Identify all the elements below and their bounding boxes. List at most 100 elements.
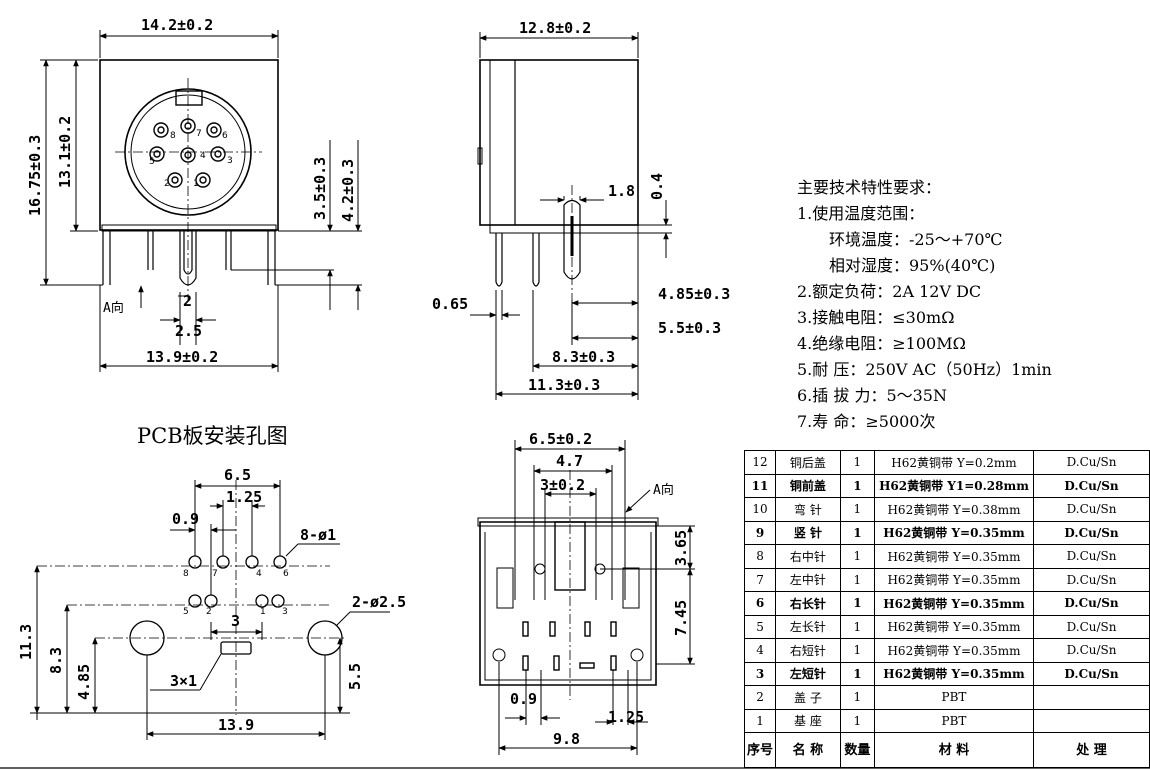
bom-cell-no: 1	[743, 708, 777, 733]
dim-pcb-8-phi1: 8-ø1	[300, 526, 336, 544]
dim-pcb-1-25: 1.25	[226, 488, 262, 506]
bom-cell-name: 左短针	[775, 661, 841, 686]
hole-label-4: 4	[256, 569, 262, 579]
bom-cell-name: 左中针	[775, 567, 841, 592]
bom-cell-material: H62黄铜带 Y=0.35mm	[873, 661, 1035, 686]
bom-cell-name: 铜前盖	[775, 473, 841, 498]
bom-cell-finish: D.Cu/Sn	[1033, 473, 1150, 498]
bom-cell-qty: 1	[839, 638, 875, 663]
pcb-hole-view	[30, 480, 390, 740]
bom-cell-finish	[1033, 708, 1150, 733]
bom-cell-no: 10	[743, 497, 777, 522]
dim-pcb-8-3: 8.3	[47, 647, 65, 674]
bottom-view-a-label: A向	[653, 482, 674, 498]
dim-side-width: 12.8±0.2	[519, 19, 591, 37]
dim-side-8-3: 8.3±0.3	[552, 348, 615, 366]
spec-line-3: 3.接触电阻：≤30mΩ	[797, 308, 955, 327]
dim-pcb-0-9: 0.9	[172, 510, 199, 528]
bom-cell-no: 8	[743, 544, 777, 569]
bom-cell-no: 6	[743, 591, 777, 616]
bom-cell-no: 12	[743, 450, 777, 475]
dim-front-bottom: 13.9±0.2	[146, 348, 218, 366]
bom-cell-finish: D.Cu/Sn	[1033, 614, 1150, 639]
bom-cell-material: H62黄铜带 Y=0.35mm	[873, 567, 1035, 592]
spec-line-1: 1.使用温度范围：	[797, 204, 925, 223]
spec-line-6: 6.插 拔 力：5～35N	[797, 386, 947, 405]
bom-cell-finish	[1033, 685, 1150, 710]
dim-front-body-height: 13.1±0.2	[56, 116, 74, 188]
bom-cell-material: H62黄铜带 Y=0.35mm	[873, 520, 1035, 545]
hole-label-6: 6	[283, 569, 289, 579]
hole-label-8: 8	[183, 569, 189, 579]
dim-pcb-13-9: 13.9	[218, 716, 254, 734]
pcb-title: PCB板安装孔图	[137, 424, 288, 448]
bom-cell-qty: 1	[839, 708, 875, 733]
bom-cell-no: 9	[743, 520, 777, 545]
hole-label-2: 2	[206, 607, 212, 617]
bom-cell-name: 基 座	[775, 708, 841, 733]
bom-cell-name: 左长针	[775, 614, 841, 639]
dim-front-3-5: 3.5±0.3	[311, 157, 329, 220]
pin-label-7: 7	[196, 129, 202, 139]
pin-label-8: 8	[170, 131, 176, 141]
bom-cell-qty: 1	[839, 685, 875, 710]
dim-front-2-5: 2.5	[175, 322, 202, 340]
bom-cell-finish: D.Cu/Sn	[1033, 497, 1150, 522]
bom-header-finish: 处 理	[1033, 732, 1150, 768]
bom-cell-finish: D.Cu/Sn	[1033, 520, 1150, 545]
bom-cell-qty: 1	[839, 567, 875, 592]
bom-cell-material: H62黄铜带 Y=0.35mm	[873, 544, 1035, 569]
spec-line-1a: 环境温度：-25～+70℃	[829, 230, 1003, 249]
bom-cell-name: 右中针	[775, 544, 841, 569]
bom-cell-name: 竖 针	[775, 520, 841, 545]
bom-cell-material: PBT	[873, 708, 1035, 733]
bom-cell-name: 盖 子	[775, 685, 841, 710]
pin-label-4: 4	[200, 151, 206, 161]
dim-bottom-3: 3±0.2	[540, 476, 585, 494]
dim-front-2: 2	[183, 292, 192, 310]
dim-side-1-8: 1.8	[608, 182, 635, 200]
dim-bottom-1-25: 1.25	[608, 708, 644, 726]
side-view-labels: 12.8±0.2 1.8 0.4 0.65 4.85±0.3 5.5±0.3 8…	[432, 19, 730, 394]
dim-pcb-5-5: 5.5	[346, 663, 364, 690]
pcb-labels: 6.5 1.25 0.9 8-ø1 2-ø2.5 3 3×1 11.3 8.3 …	[17, 466, 406, 734]
bom-cell-no: 11	[743, 473, 777, 498]
dim-bottom-7-45: 7.45	[672, 600, 690, 636]
bom-cell-no: 7	[743, 567, 777, 592]
bom-cell-no: 4	[743, 638, 777, 663]
pin-label-3: 3	[227, 156, 233, 166]
bom-header-row: 序号名 称数量材 料处 理	[743, 732, 1150, 768]
bom-header-material: 材 料	[873, 732, 1035, 768]
bom-cell-finish: D.Cu/Sn	[1033, 450, 1150, 475]
dim-pcb-3x1: 3×1	[170, 672, 197, 690]
dim-side-11-3: 11.3±0.3	[528, 376, 600, 394]
spec-line-1b: 相对湿度：95%(40℃)	[829, 256, 996, 275]
bom-header-no: 序号	[743, 732, 777, 768]
dim-bottom-4-7: 4.7	[556, 452, 583, 470]
bom-header-name: 名 称	[775, 732, 841, 768]
bom-cell-name: 弯 针	[775, 497, 841, 522]
dim-pcb-4-85: 4.85	[75, 664, 93, 700]
front-view-labels: 14.2±0.2 16.75±0.3 13.1±0.2 3.5±0.3 4.2±…	[26, 16, 357, 366]
bom-cell-qty: 1	[839, 661, 875, 686]
bom-cell-name: 右短针	[775, 638, 841, 663]
bom-cell-no: 5	[743, 614, 777, 639]
spec-line-7: 7.寿 命：≥5000次	[797, 412, 936, 431]
pin-label-6: 6	[222, 131, 228, 141]
hole-label-1: 1	[260, 607, 266, 617]
front-view	[40, 30, 362, 372]
dim-bottom-6-5: 6.5±0.2	[529, 430, 592, 448]
hole-label-7: 7	[212, 569, 218, 579]
pin-label-1: 1	[193, 179, 199, 189]
dim-front-4-2: 4.2±0.3	[339, 159, 357, 222]
dim-side-5-5: 5.5±0.3	[658, 319, 721, 337]
